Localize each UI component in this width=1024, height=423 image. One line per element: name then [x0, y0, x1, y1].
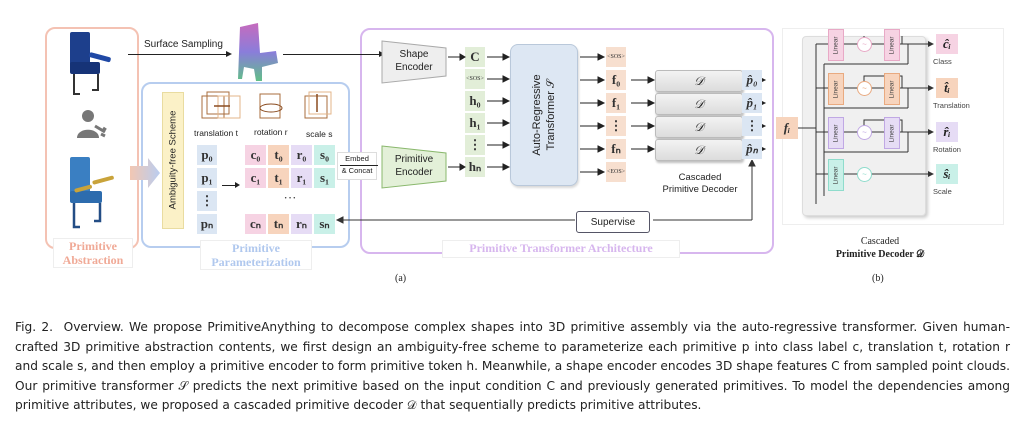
sos-token: <SOS>: [465, 69, 485, 89]
scale-token: sₙ: [314, 214, 335, 234]
caption-prefix: Fig. 2.: [15, 320, 54, 334]
scale-token: s₀: [314, 145, 335, 165]
transformer-label: Primitive Transformer Architecture: [442, 240, 680, 258]
prediction-token: p̂₀: [742, 70, 762, 90]
primitive-encoder-shape: [381, 145, 447, 189]
scale-cube-icon: [304, 91, 332, 119]
sos-output-token: <SOS>: [606, 47, 626, 67]
translation-cube-icon: [201, 91, 241, 119]
f-token: f₀: [606, 70, 626, 90]
primitive-encoder-label: Primitive Encoder: [394, 154, 434, 178]
linear-layer: Linear: [828, 159, 844, 191]
rotation-output: r̂ᵢ: [936, 122, 958, 142]
class-token: c₁: [245, 168, 266, 188]
class-token: c₀: [245, 145, 266, 165]
class-output: ĉᵢ: [936, 34, 958, 54]
f-input-token: fᵢ: [776, 117, 798, 139]
auto-regressive-transformer: Auto-Regressive Transformer 𝒮: [510, 44, 578, 186]
translation-token: tₙ: [268, 214, 289, 234]
rotation-label: rotation r: [254, 127, 288, 137]
arrowhead: [226, 51, 232, 57]
class-token: cₙ: [245, 214, 266, 234]
sampling-to-encoder-line: [283, 54, 381, 55]
sublabel-a: (a): [395, 273, 407, 284]
prediction-token: p̂ₙ: [742, 139, 762, 159]
h-token: h₁: [465, 113, 485, 133]
class-output-label: Class: [933, 57, 952, 66]
linear-layer: Linear: [884, 117, 900, 149]
translation-token: t₀: [268, 145, 289, 165]
decoder-block: 𝒟: [655, 70, 743, 92]
eos-token: <EOS>: [606, 162, 626, 182]
f-token: f₁: [606, 93, 626, 113]
grid-ellipsis: ···: [283, 190, 297, 205]
primitive-token: ⋮: [197, 191, 217, 211]
activation-icon: ~: [857, 37, 872, 52]
decoder-block: 𝒟: [655, 93, 743, 115]
supervise-box: Supervise: [576, 211, 650, 233]
chair-primitive-image: [70, 157, 114, 229]
h-token: h₀: [465, 91, 485, 111]
rotation-token: r₁: [291, 168, 312, 188]
linear-layer: Linear: [828, 29, 844, 61]
arrowhead: [235, 182, 240, 188]
rotation-output-label: Rotation: [933, 145, 961, 154]
list-to-tokens-arrow: [222, 185, 236, 186]
decoder-detail-wires: [798, 36, 934, 204]
translation-output: t̂ᵢ: [936, 78, 958, 98]
output-arrows: [580, 53, 606, 176]
f-token: ⋮: [606, 116, 626, 136]
chair-dark-image: [70, 32, 111, 95]
cascaded-decoder-label: Cascaded Primitive Decoder: [662, 172, 738, 195]
abstraction-to-parameterization-arrow: [130, 158, 160, 188]
caption-text: Overview. We propose PrimitiveAnything t…: [15, 320, 1010, 412]
person-wrench-icon: [77, 110, 107, 138]
scale-output: ŝᵢ: [936, 164, 958, 184]
linear-layer: Linear: [828, 73, 844, 105]
linear-layer: Linear: [884, 73, 900, 105]
rotation-token: rₙ: [291, 214, 312, 234]
primitive-token: pₙ: [197, 214, 217, 234]
scale-output-label: Scale: [933, 187, 952, 196]
scale-token: s₁: [314, 168, 335, 188]
shape-encoder-label: Shape Encoder: [395, 49, 433, 73]
linear-layer: Linear: [828, 117, 844, 149]
sublabel-b: (b): [872, 273, 884, 284]
point-cloud-image: [238, 23, 278, 81]
rotation-token: r₀: [291, 145, 312, 165]
surface-sampling-label: Surface Sampling: [144, 39, 223, 50]
decoder-block: 𝒟: [655, 139, 743, 161]
embed-arrow: [340, 165, 378, 166]
abstraction-label: Primitive Abstraction: [53, 238, 133, 268]
linear-layer: Linear: [884, 29, 900, 61]
decoder-detail-title: Cascaded Primitive Decoder 𝒟: [835, 236, 925, 260]
activation-icon: ~: [857, 125, 872, 140]
decoder-block: 𝒟: [655, 116, 743, 138]
ambiguity-free-scheme-bar: Ambiguity-free Scheme: [162, 92, 184, 229]
h-token: hₙ: [465, 157, 485, 177]
rotation-cube-icon: [259, 93, 283, 119]
primitive-token: p₁: [197, 168, 217, 188]
prediction-token: ⋮: [742, 116, 762, 136]
translation-label: translation t: [194, 128, 238, 138]
translation-token: t₁: [268, 168, 289, 188]
activation-icon: ~: [857, 167, 872, 182]
figure-caption: Fig. 2. Overview. We propose PrimitiveAn…: [15, 318, 1010, 416]
embed-concat-box: Embed & Concat: [337, 152, 377, 180]
scale-label: scale s: [306, 129, 333, 139]
parameterization-label: Primitive Parameterization: [200, 240, 312, 270]
condition-token: C: [465, 47, 485, 67]
f-token: fₙ: [606, 139, 626, 159]
activation-icon: ~: [857, 81, 872, 96]
primitive-token: p₀: [197, 145, 217, 165]
shape-encoder-shape: [381, 40, 447, 84]
prediction-token: p̂₁: [742, 93, 762, 113]
supervise-loop: [335, 160, 756, 224]
input-arrows: [448, 53, 511, 171]
translation-output-label: Translation: [933, 101, 970, 110]
h-token: ⋮: [465, 135, 485, 155]
sampling-arrow: [128, 54, 228, 55]
